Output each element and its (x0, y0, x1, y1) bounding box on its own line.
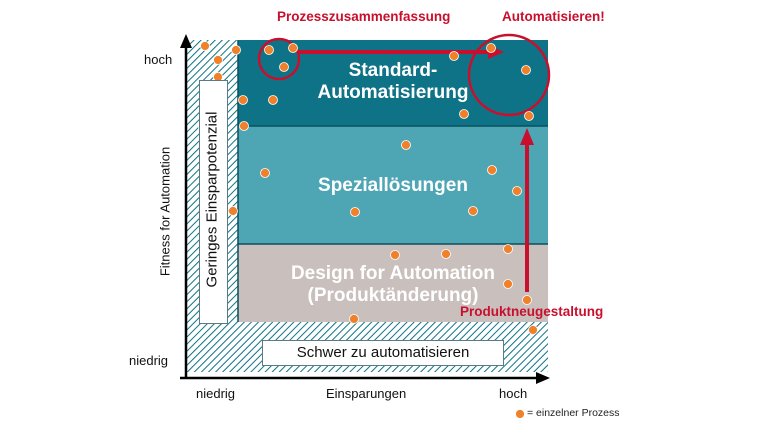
process-dot (459, 109, 469, 119)
y-axis-high-label: hoch (144, 52, 173, 67)
process-dot (264, 45, 274, 55)
standard-label-line1: Standard- (348, 60, 438, 81)
process-dot (503, 244, 513, 254)
process-dot (238, 95, 248, 105)
low-potential-box (199, 80, 228, 324)
process-dot (350, 207, 360, 217)
x-axis-title: Einsparungen (326, 386, 407, 401)
process-dot (260, 168, 270, 178)
y-axis-title: Fitness for Automation (157, 146, 173, 277)
x-axis-high-label: hoch (499, 386, 528, 401)
automate-circle (467, 33, 551, 117)
process-dot (468, 206, 478, 216)
process-dot (524, 111, 534, 121)
process-dot (268, 95, 278, 105)
legend-label: = einzelner Prozess (527, 407, 620, 419)
standard-automation-label: Standard- Automatisierung (238, 60, 548, 104)
process-dot (521, 65, 531, 75)
design-label-line2: (Produktänderung) (307, 285, 479, 306)
process-dot (390, 250, 400, 260)
process-dot (231, 45, 241, 55)
process-dot (239, 121, 249, 131)
design-for-automation-label: Design for Automation (Produktänderung) (238, 263, 548, 307)
special-solutions-zone (238, 126, 548, 244)
process-dot (200, 41, 210, 51)
redesign-arrowhead (520, 128, 534, 145)
process-dot (522, 295, 532, 305)
product-redesign-label: Produktneugestaltung (460, 304, 604, 319)
process-dot (528, 325, 538, 335)
y-axis-low-label: niedrig (129, 353, 169, 368)
process-dot (441, 249, 451, 259)
process-dot (213, 55, 223, 65)
hard-to-automate-label: Schwer zu automatisieren (262, 340, 504, 366)
process-dot (512, 186, 522, 196)
process-dot (486, 43, 496, 53)
process-summary-label: Prozesszusammenfassung (277, 9, 451, 24)
process-dot (487, 165, 497, 175)
design-label-line1: Design for Automation (290, 263, 496, 284)
process-dot (288, 43, 298, 53)
process-dot (228, 206, 238, 216)
low-potential-label: Geringes Einsparpotenzial (203, 111, 221, 288)
x-axis-low-label: niedrig (196, 386, 236, 401)
legend-dot (515, 409, 525, 419)
process-dot (279, 62, 289, 72)
special-solutions-label: Speziallösungen (318, 175, 468, 196)
process-dot (449, 51, 459, 61)
automate-label: Automatisieren! (502, 9, 605, 24)
standard-label-line2: Automatisierung (317, 82, 469, 103)
process-dot (503, 279, 513, 289)
process-dot (401, 140, 411, 150)
summary-circle (257, 37, 301, 81)
y-axis-arrowhead (180, 34, 192, 48)
x-axis-arrowhead (536, 372, 550, 384)
process-dot (349, 314, 359, 324)
